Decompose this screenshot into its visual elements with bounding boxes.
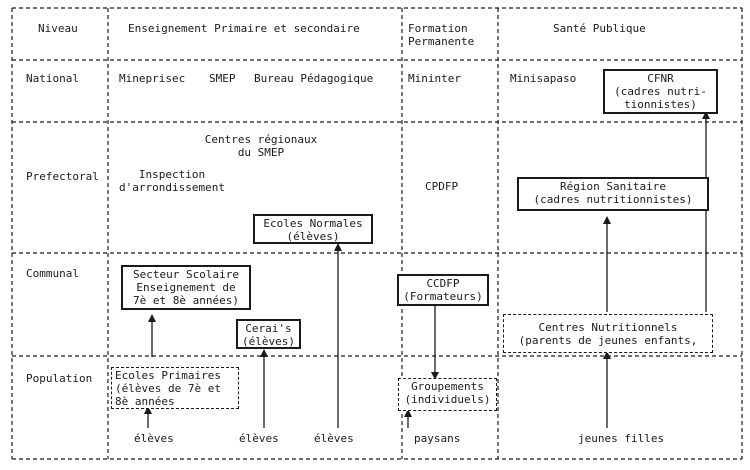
node-minisapaso: Minisapaso <box>510 72 577 85</box>
node-cpdfp: CPDFP <box>425 180 459 193</box>
row-label-communal: Communal <box>26 267 79 280</box>
node-centres-regionaux: Centres régionaux du SMEP <box>204 133 318 159</box>
label-eleves-3: élèves <box>314 432 354 445</box>
node-region-sanitaire-box: Région Sanitaire (cadres nutritionnistes… <box>517 177 709 211</box>
node-mininter: Mininter <box>408 72 461 85</box>
label-jeunes-filles: jeunes filles <box>578 432 665 445</box>
row-label-prefectoral: Prefectoral <box>26 170 99 183</box>
header-formation: Formation Permanente <box>408 22 475 48</box>
node-cfnr-box: CFNR (cadres nutri- tionnistes) <box>603 69 718 114</box>
node-centres-nutritionnels-box: Centres Nutritionnels (parents de jeunes… <box>503 314 713 353</box>
label-eleves-2: élèves <box>239 432 279 445</box>
node-cerais-box: Cerai's (élèves) <box>236 319 301 349</box>
arrows <box>144 111 710 428</box>
node-inspection: Inspection d'arrondissement <box>119 168 225 194</box>
row-label-population: Population <box>26 372 93 385</box>
node-mineprisec: Mineprisec <box>119 72 186 85</box>
row-label-national: National <box>26 72 79 85</box>
header-enseignement: Enseignement Primaire et secondaire <box>128 22 360 35</box>
header-sante: Santé Publique <box>553 22 646 35</box>
node-ecoles-primaires-box: Ecoles Primaires (élèves de 7è et 8è ann… <box>111 367 239 409</box>
node-bureau-pedagogique: Bureau Pédagogique <box>254 72 374 85</box>
node-ecoles-normales-box: Ecoles Normales (élèves) <box>253 214 373 244</box>
header-niveau: Niveau <box>38 22 78 35</box>
node-secteur-scolaire-box: Secteur Scolaire Enseignement de 7è et 8… <box>121 265 251 310</box>
node-groupements-box: Groupements (individuels) <box>398 378 497 411</box>
label-eleves-1: élèves <box>134 432 174 445</box>
table-grid <box>11 7 743 460</box>
node-smep: SMEP <box>209 72 236 85</box>
node-ccdfp-box: CCDFP (Formateurs) <box>397 274 489 306</box>
label-paysans: paysans <box>414 432 461 445</box>
